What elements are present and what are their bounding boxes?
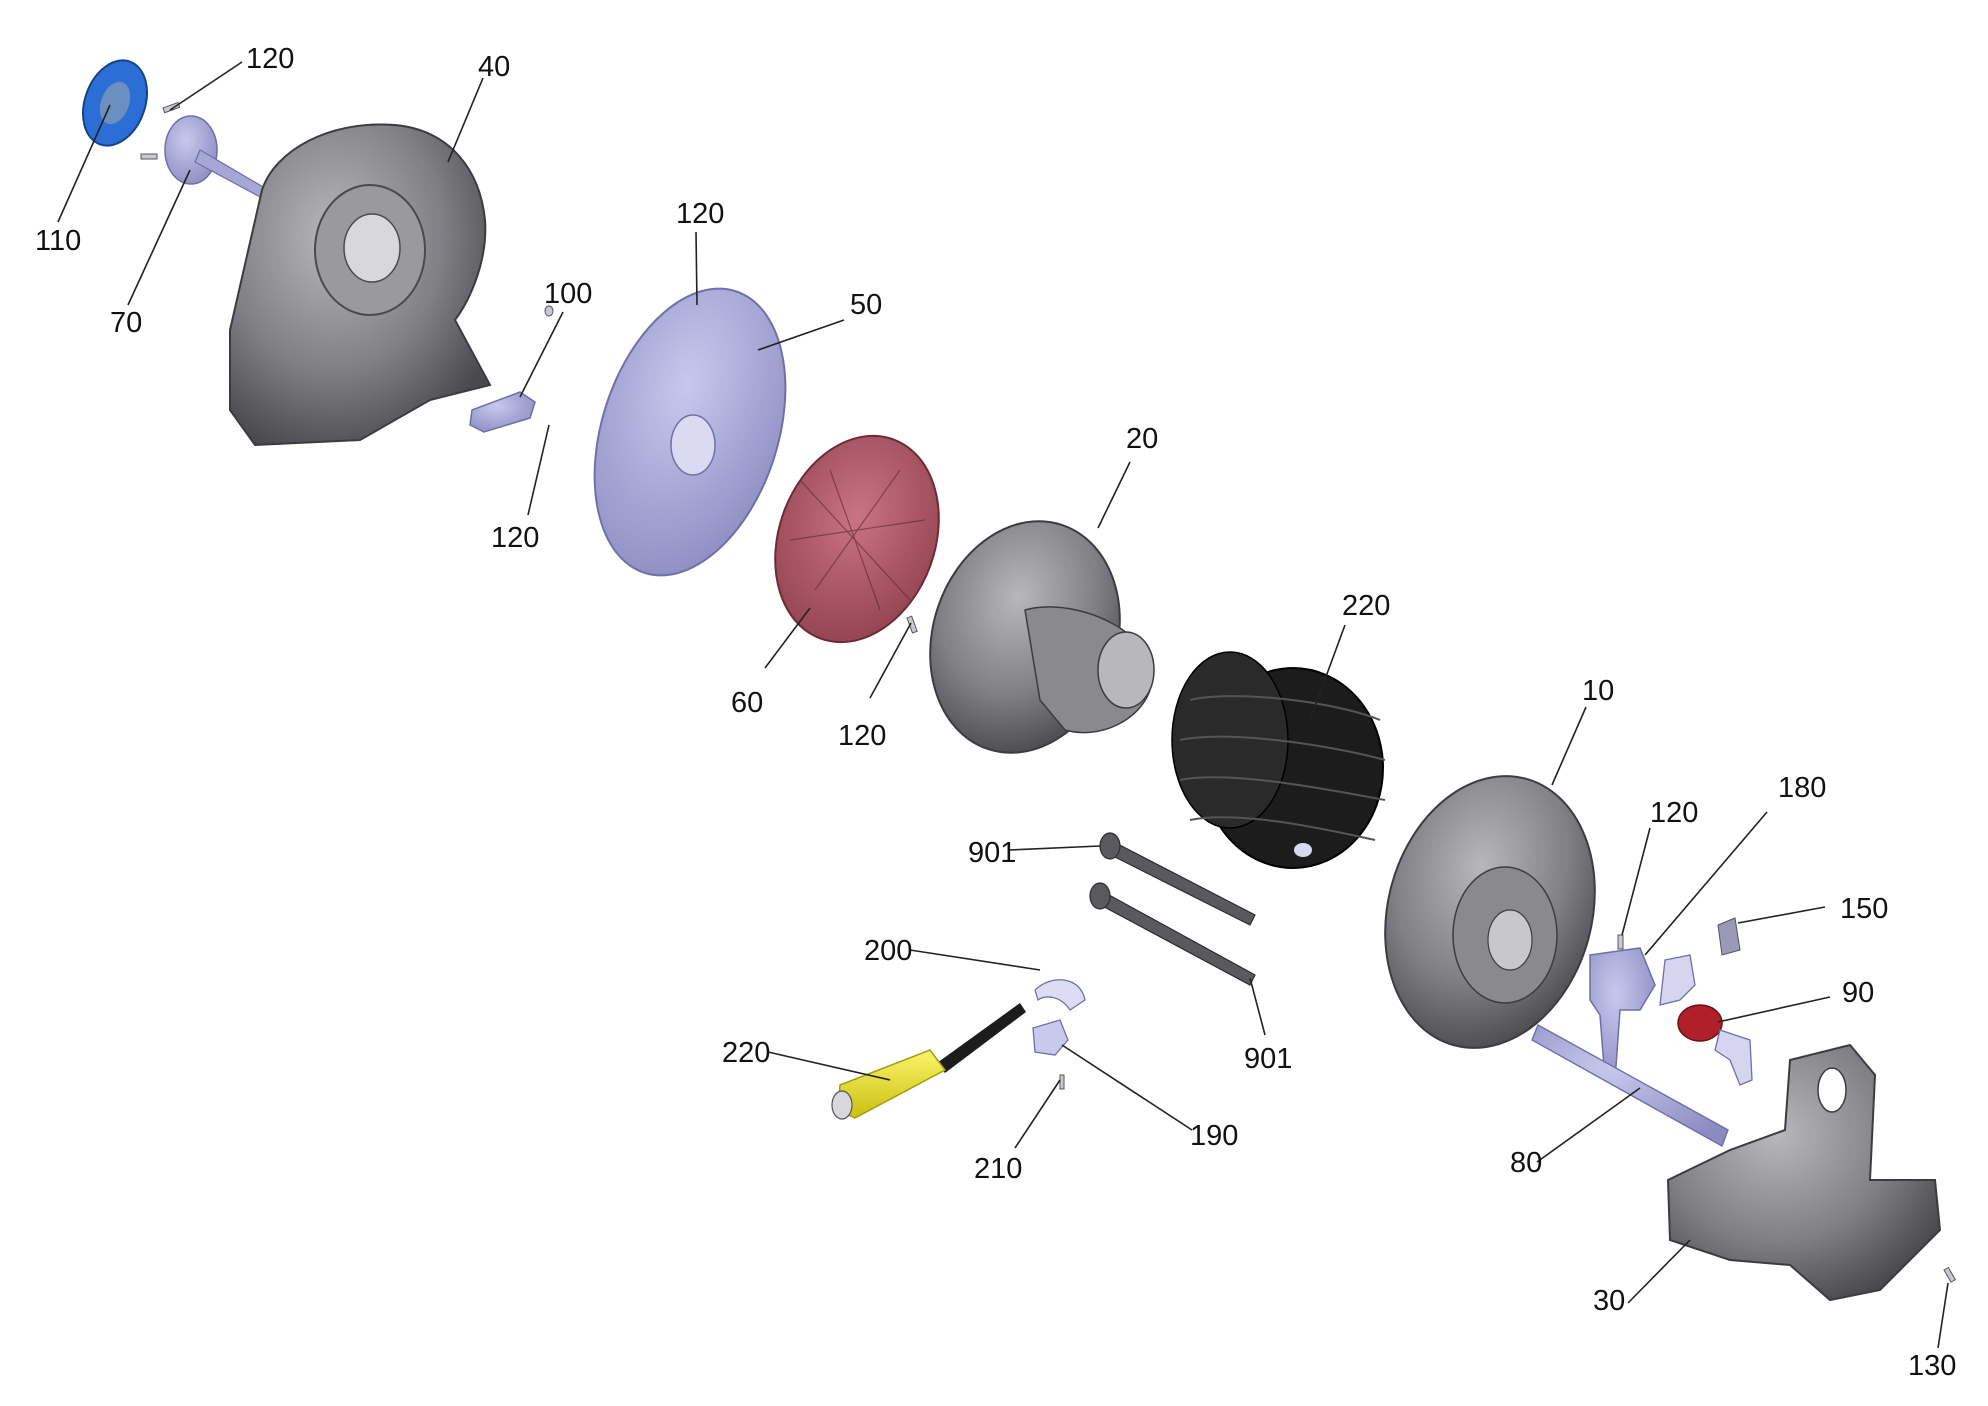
leader-190 <box>1061 1044 1193 1131</box>
part-70-shaft-flange <box>164 115 266 199</box>
callout-220-b: 220 <box>722 1037 770 1069</box>
callout-40: 40 <box>478 51 510 83</box>
leader-210 <box>1014 1079 1061 1149</box>
callout-220-a: 220 <box>1342 590 1390 622</box>
part-100-bracket <box>469 391 536 433</box>
part-110-knob <box>82 59 148 147</box>
callout-labels: 110 120 70 40 100 120 120 50 60 120 20 2… <box>35 43 1956 1382</box>
leader-10 <box>1551 706 1587 786</box>
part-40-housing <box>229 123 492 447</box>
leader-80 <box>1536 1087 1641 1163</box>
part-90-valve <box>1659 954 1753 1086</box>
part-220-hose-coil <box>1171 651 1386 869</box>
part-10-reel-plate <box>1384 775 1596 1049</box>
part-210-pin <box>1059 1074 1065 1090</box>
callout-50: 50 <box>850 289 882 321</box>
leader-90 <box>1717 996 1831 1023</box>
part-80-rod <box>1531 1024 1729 1148</box>
callout-210: 210 <box>974 1153 1022 1185</box>
leader-120-c <box>695 231 698 306</box>
leader-901-a <box>1009 845 1101 851</box>
part-60-disc <box>774 434 940 644</box>
leader-120-e <box>1621 827 1651 936</box>
leader-220-a <box>1309 624 1346 721</box>
leader-50 <box>757 319 845 351</box>
callout-120-e: 120 <box>1650 797 1698 829</box>
leader-120-b <box>527 424 550 516</box>
leader-180 <box>1644 811 1768 956</box>
leader-20 <box>1097 461 1131 529</box>
part-150-clip <box>1717 917 1741 956</box>
callout-30: 30 <box>1593 1285 1625 1317</box>
callout-120-d: 120 <box>838 720 886 752</box>
callout-130: 130 <box>1908 1350 1956 1382</box>
callout-190: 190 <box>1190 1120 1238 1152</box>
part-30-stand <box>1666 1043 1942 1302</box>
leader-120-d <box>869 622 912 699</box>
callout-901-a: 901 <box>968 837 1016 869</box>
part-220-handle <box>831 1003 1026 1120</box>
callout-120-a: 120 <box>246 43 294 75</box>
callout-20: 20 <box>1126 423 1158 455</box>
leader-lines <box>57 61 1949 1349</box>
callout-150: 150 <box>1840 893 1888 925</box>
leader-901-b <box>1249 977 1266 1036</box>
part-50-plate <box>593 287 787 577</box>
leader-100 <box>519 311 564 398</box>
leader-30 <box>1627 1239 1691 1304</box>
leader-150 <box>1737 906 1826 924</box>
callout-80: 80 <box>1510 1147 1542 1179</box>
part-180-valve-body <box>1589 947 1656 1081</box>
leader-120-a <box>169 61 243 111</box>
leader-130 <box>1937 1282 1949 1349</box>
callout-60: 60 <box>731 687 763 719</box>
callout-90: 90 <box>1842 977 1874 1009</box>
callout-70: 70 <box>110 307 142 339</box>
part-901-bolts <box>1089 832 1256 986</box>
callout-100: 100 <box>544 278 592 310</box>
leader-110 <box>57 104 111 223</box>
leader-220-b <box>767 1051 891 1081</box>
callout-200: 200 <box>864 935 912 967</box>
leader-60 <box>764 607 811 669</box>
callout-120-c: 120 <box>676 198 724 230</box>
leader-70 <box>127 169 191 306</box>
callout-901-b: 901 <box>1244 1043 1292 1075</box>
part-190-coupling <box>1032 1019 1069 1056</box>
part-200-cap <box>1034 979 1086 1011</box>
callout-110: 110 <box>35 225 81 257</box>
leader-200 <box>909 949 1041 971</box>
leader-40 <box>447 77 484 163</box>
callout-10: 10 <box>1582 675 1614 707</box>
callout-180: 180 <box>1778 772 1826 804</box>
callout-120-b: 120 <box>491 522 539 554</box>
part-20-drum <box>929 520 1155 754</box>
